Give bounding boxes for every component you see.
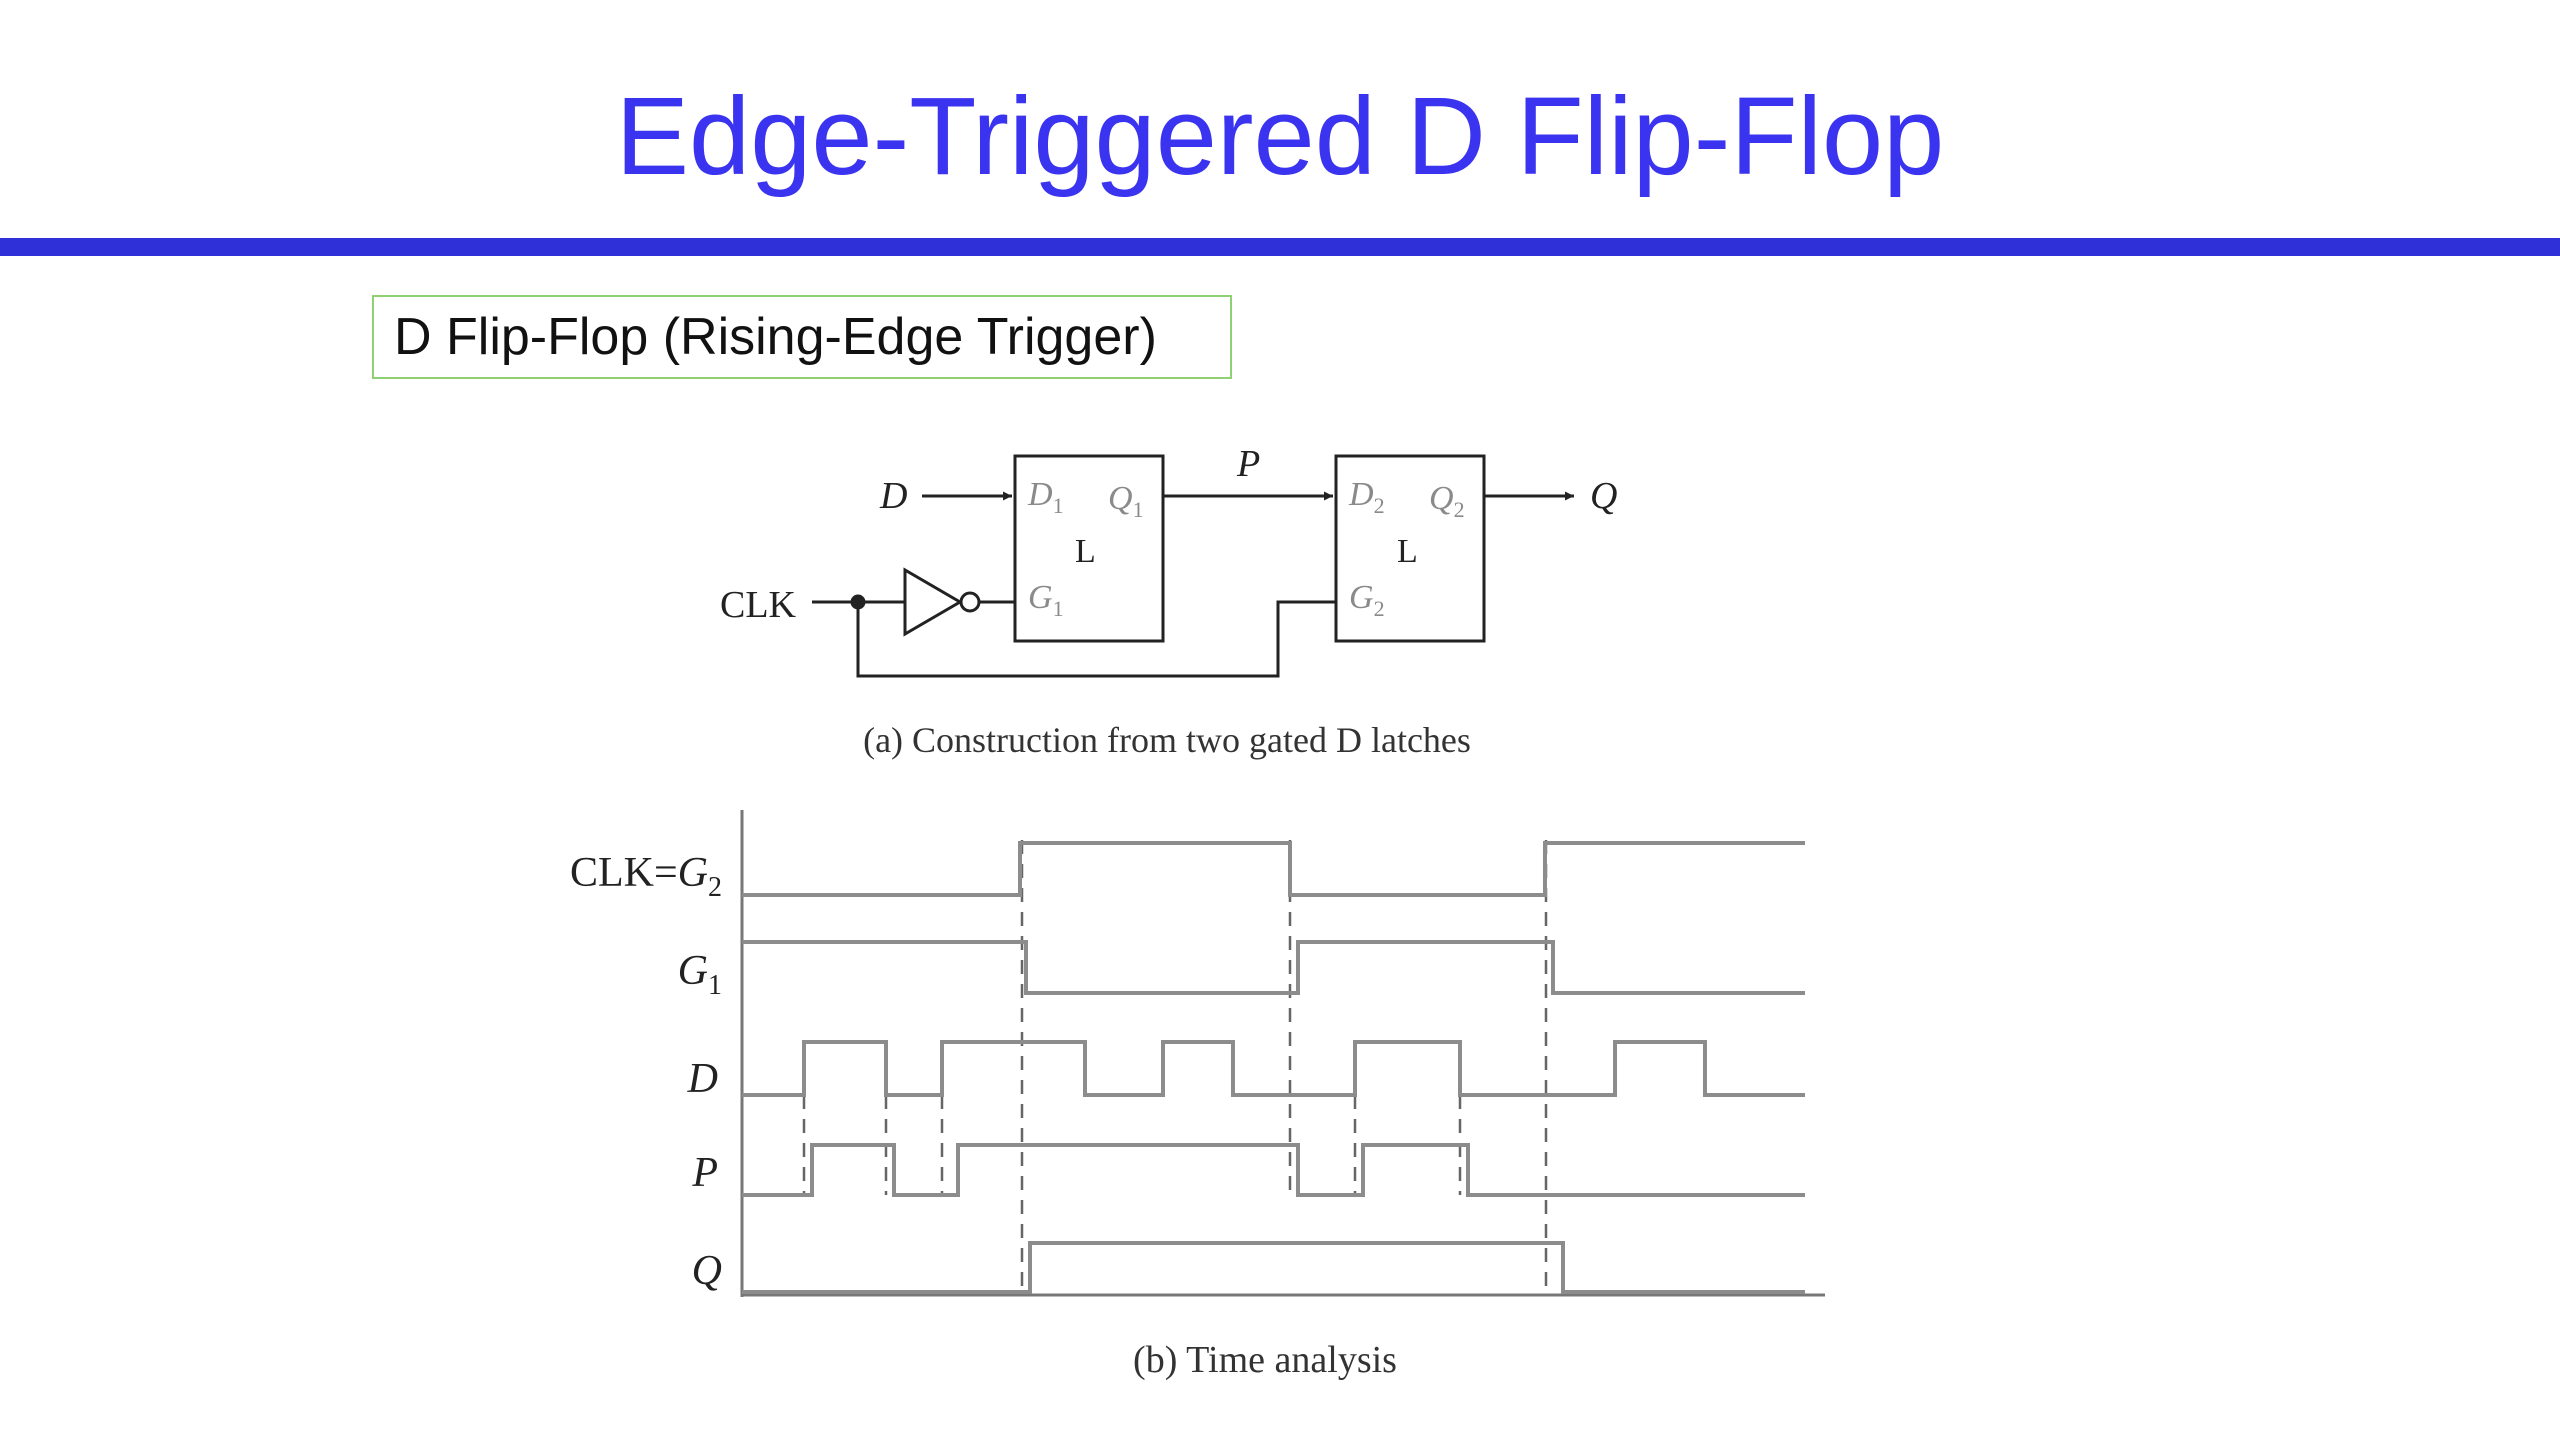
signal-label-p: P <box>691 1150 718 1196</box>
input-d-label: D <box>879 475 907 517</box>
waveform-clk-g2 <box>742 841 1805 897</box>
waveform-g1 <box>742 940 1805 995</box>
latch-1-box <box>1013 454 1165 643</box>
waveform-p <box>742 1143 1805 1197</box>
latch-2-d-pin: D2 <box>1348 476 1385 518</box>
latch-1-g-pin: G1 <box>1028 579 1064 621</box>
latch-2-name: L <box>1397 533 1418 570</box>
subtitle-box: D Flip-Flop (Rising-Edge Trigger) <box>372 295 1232 379</box>
latch-1-q-pin: Q1 <box>1108 480 1144 522</box>
waveform-q <box>742 1241 1805 1294</box>
output-q-label: Q <box>1590 475 1617 517</box>
timing-diagram: CLK=G2 G1 D P Q (b) Time analysis <box>570 810 1825 1381</box>
signal-label-clk-g2: CLK=G2 <box>570 850 722 903</box>
waveform-d <box>742 1040 1805 1097</box>
latch-2-q-pin: Q2 <box>1429 480 1465 522</box>
circuit-diagram: D D1 Q1 L G1 P D2 Q2 L G2 Q CLK (a) Cons… <box>720 443 1617 760</box>
latch-1-name: L <box>1075 533 1096 570</box>
slide-title: Edge-Triggered D Flip-Flop <box>615 75 1945 198</box>
title-divider <box>0 238 2560 256</box>
signal-label-d: D <box>687 1056 718 1102</box>
node-p-label: P <box>1236 443 1260 485</box>
signal-label-g1: G1 <box>678 948 722 1001</box>
timing-caption: (b) Time analysis <box>1133 1339 1397 1381</box>
wire-g2 <box>856 600 1336 678</box>
inverter-gate <box>903 567 963 637</box>
latch-2-g-pin: G2 <box>1349 579 1385 621</box>
circuit-caption: (a) Construction from two gated D latche… <box>863 720 1471 760</box>
latch-1-d-pin: D1 <box>1027 476 1064 518</box>
inverter-bubble <box>959 591 981 613</box>
signal-label-q: Q <box>692 1248 722 1294</box>
latch-2-box <box>1334 454 1486 643</box>
input-clk-label: CLK <box>720 584 797 626</box>
